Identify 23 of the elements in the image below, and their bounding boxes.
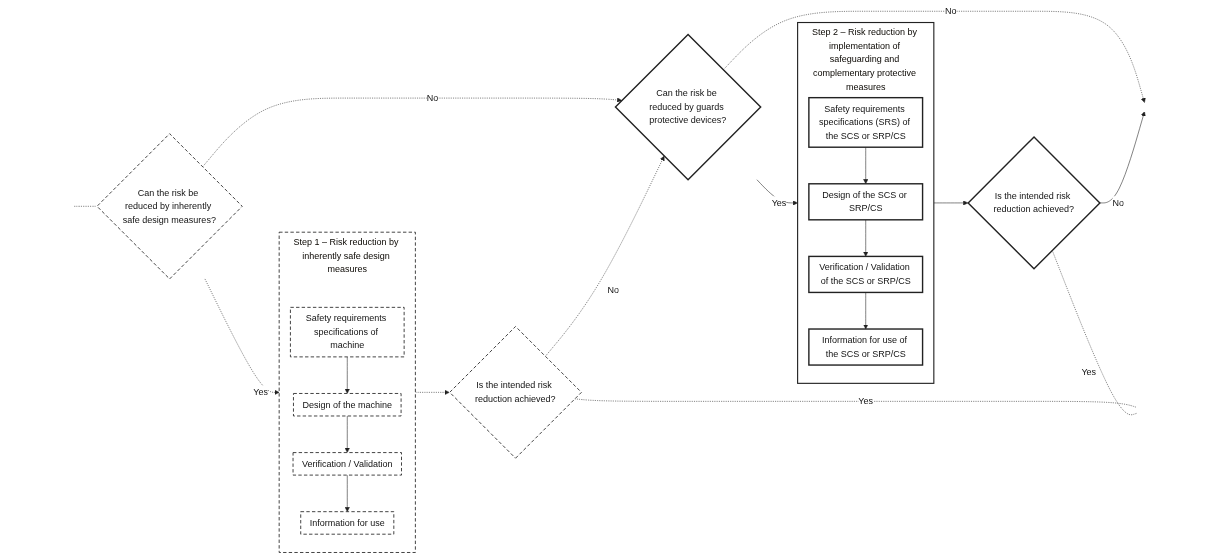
node-box: Information for use xyxy=(300,511,395,535)
node-diamond: Can the risk be reduced by guards protective devices? xyxy=(614,33,762,181)
node-box: Safety requirements specifications of machine xyxy=(290,306,405,358)
connector xyxy=(574,398,1138,408)
node-box: Design of the machine xyxy=(293,393,402,417)
connector xyxy=(73,206,97,207)
edge-label: No xyxy=(1112,197,1124,208)
edge-label: Yes xyxy=(771,197,787,208)
edge-label: Yes xyxy=(858,396,874,406)
edge-label: Yes xyxy=(1081,367,1097,377)
node-box: Design of the SCS or SRP/CS xyxy=(808,183,924,221)
edge-label: Yes xyxy=(253,387,268,397)
node-box: Verification / Validation of the SCS or SRP/CS xyxy=(808,255,924,294)
node-diamond: Can the risk be reduced by inherently safe design measures? xyxy=(96,133,243,280)
node-diamond: Is the intended risk reduction achieved? xyxy=(967,136,1101,270)
edge-label: No xyxy=(426,93,439,103)
node-box: Verification / Validation xyxy=(292,452,402,476)
node-box: Safety requirements specifications (SRS) of the SCS or SRP/CS xyxy=(808,96,924,148)
edge-label: No xyxy=(607,285,620,295)
edge-label: No xyxy=(945,6,957,16)
node-box: Information for use of the SCS or SRP/CS xyxy=(808,328,924,366)
connector xyxy=(1051,250,1138,416)
node-diamond: Is the intended risk reduction achieved? xyxy=(449,326,582,459)
